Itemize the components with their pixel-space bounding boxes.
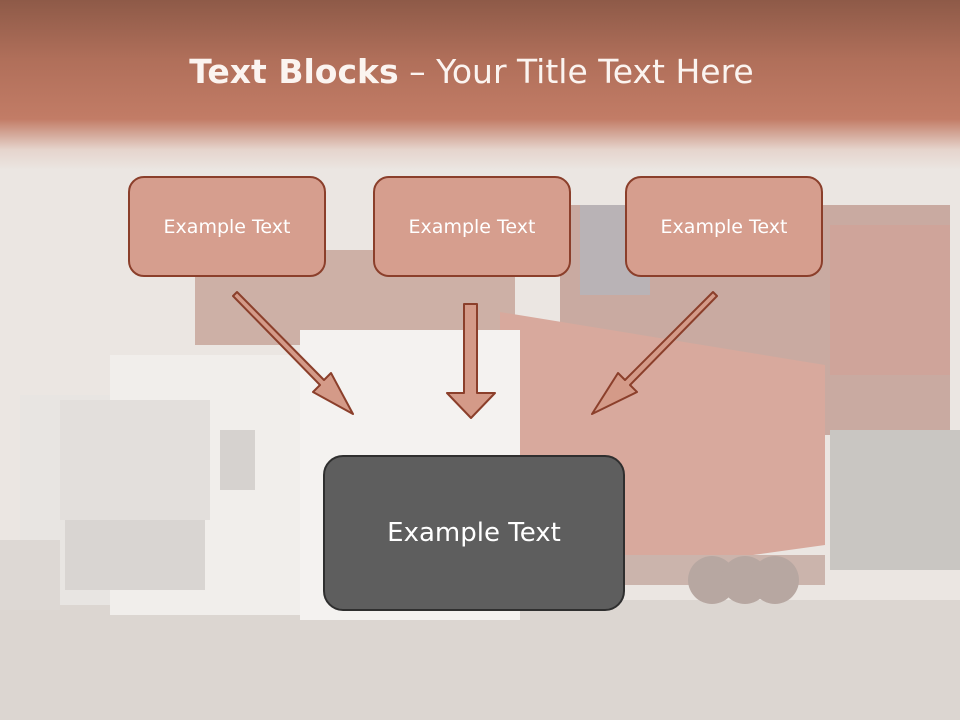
title-rest: – Your Title Text Here xyxy=(398,52,754,91)
text-block-2[interactable]: Example Text xyxy=(373,176,571,277)
text-block-3-label: Example Text xyxy=(660,215,788,238)
text-block-1-label: Example Text xyxy=(163,215,291,238)
title-bar xyxy=(0,0,960,170)
arrow-right xyxy=(591,291,718,415)
text-block-2-label: Example Text xyxy=(408,215,536,238)
text-block-3[interactable]: Example Text xyxy=(625,176,823,277)
text-block-1[interactable]: Example Text xyxy=(128,176,326,277)
slide-title: Text Blocks – Your Title Text Here xyxy=(0,52,943,91)
main-text-block[interactable]: Example Text xyxy=(323,455,625,611)
arrow-center xyxy=(446,303,496,419)
main-text-block-label: Example Text xyxy=(387,518,561,548)
arrow-left xyxy=(232,291,354,415)
title-bold: Text Blocks xyxy=(189,52,399,91)
